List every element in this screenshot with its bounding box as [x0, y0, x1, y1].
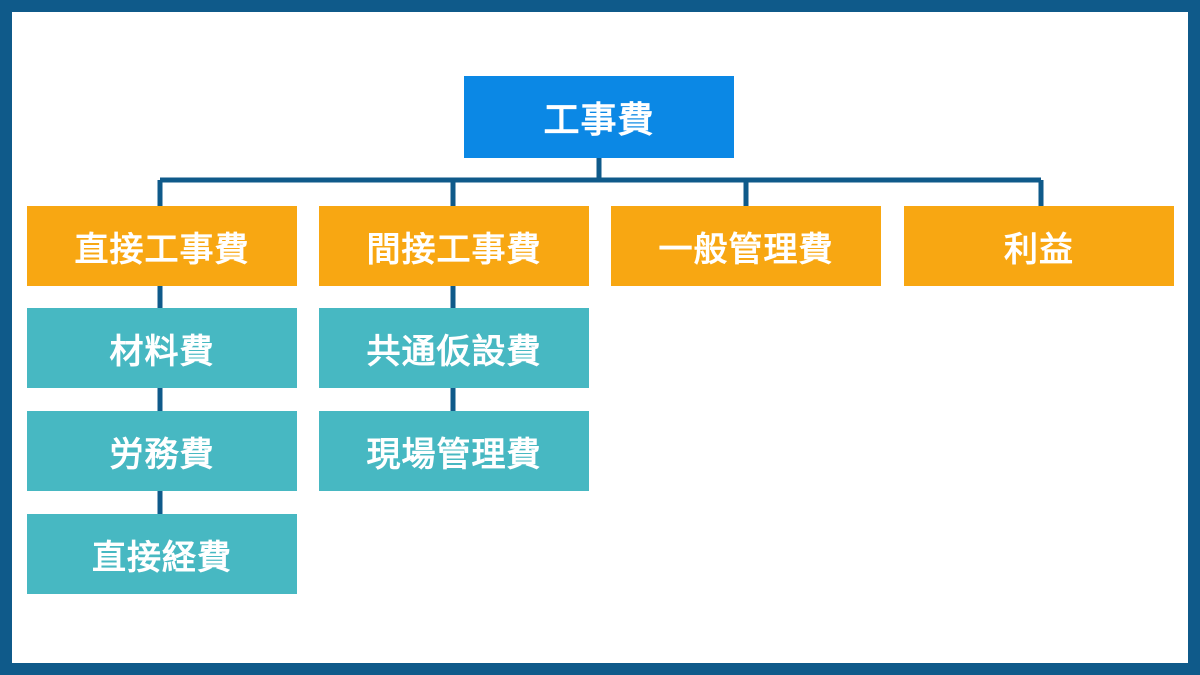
- subitem-node-direct-expense: 直接経費: [27, 514, 297, 594]
- org-chart: 工事費 直接工事費 間接工事費 一般管理費 利益 材料費 労務費 直接経費 共通…: [12, 12, 1188, 663]
- category-node-indirect-construction-cost: 間接工事費: [319, 206, 589, 286]
- subitem-node-label: 材料費: [109, 331, 215, 372]
- root-node-label: 工事費: [543, 100, 655, 141]
- subitem-node-label: 労務費: [109, 434, 215, 475]
- category-node-general-admin-cost: 一般管理費: [611, 206, 881, 286]
- subitem-node-common-temporary-cost: 共通仮設費: [319, 308, 589, 388]
- subitem-node-site-management-cost: 現場管理費: [319, 411, 589, 491]
- category-node-label: 利益: [1004, 229, 1074, 270]
- category-node-label: 間接工事費: [366, 229, 542, 270]
- subitem-node-label: 共通仮設費: [366, 331, 542, 372]
- root-node: 工事費: [464, 76, 734, 158]
- category-node-label: 一般管理費: [658, 229, 834, 270]
- subitem-node-label: 直接経費: [92, 537, 232, 578]
- subitem-node-material-cost: 材料費: [27, 308, 297, 388]
- subitem-node-label: 現場管理費: [366, 434, 542, 475]
- category-node-label: 直接工事費: [74, 229, 250, 270]
- category-node-direct-construction-cost: 直接工事費: [27, 206, 297, 286]
- category-node-profit: 利益: [904, 206, 1174, 286]
- subitem-node-labor-cost: 労務費: [27, 411, 297, 491]
